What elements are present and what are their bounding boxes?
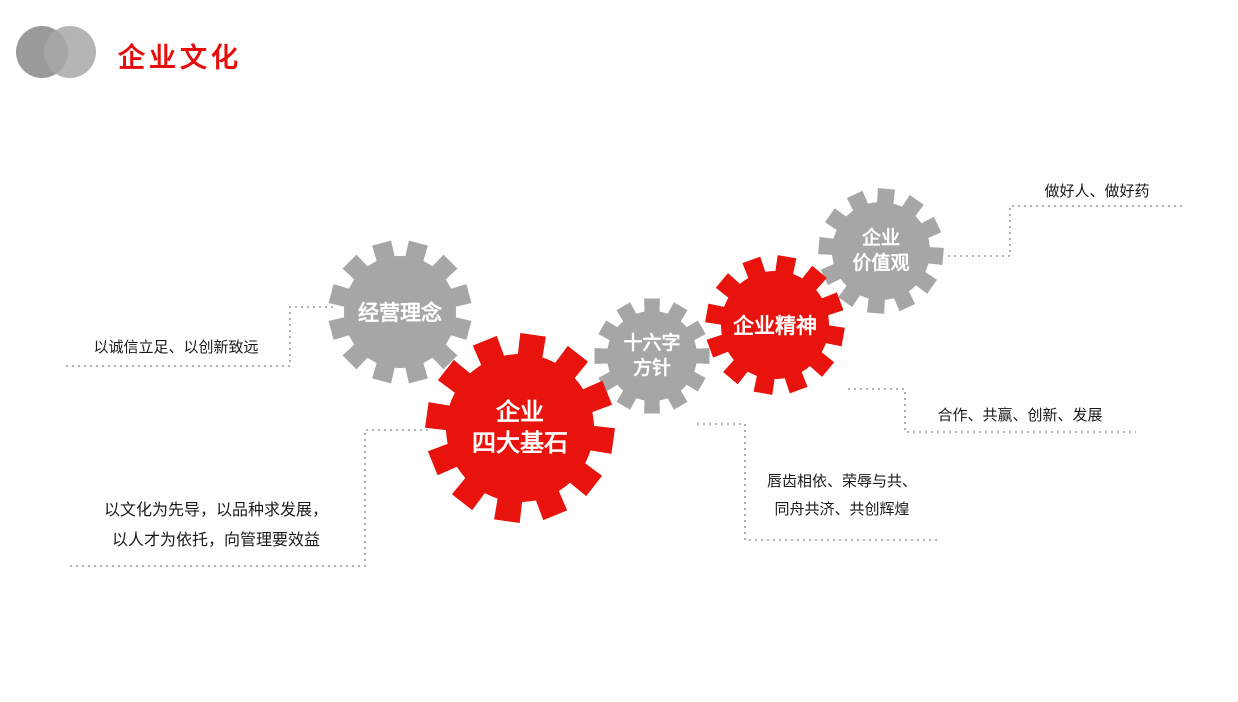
gear-sixteen-char-policy: 十六字 方针	[594, 298, 710, 414]
page-title: 企业文化	[118, 43, 242, 73]
gear-enterprise-spirit: 企业精神	[705, 255, 845, 395]
gear-icon	[425, 333, 615, 523]
callout-line: 做好人、做好药	[1044, 183, 1150, 200]
callout-line: 以诚信立足、以创新致远	[93, 339, 259, 356]
logo-overlapping-circles-icon	[16, 26, 106, 78]
callout-spirit: 合作、共赢、创新、发展	[902, 402, 1138, 429]
gear-label: 经营理念	[328, 240, 472, 384]
callout-policy: 唇齿相依、荣辱与共、 同舟共济、共创辉煌	[742, 468, 942, 524]
logo-circle-right	[44, 26, 96, 78]
gear-label: 企业 价值观	[818, 188, 944, 314]
callout-cornerstones: 以文化为先导，以品种求发展， 以人才为依托，向管理要效益	[66, 496, 366, 556]
gear-icon	[594, 298, 710, 414]
callout-line: 以文化为先导，以品种求发展，	[103, 502, 328, 519]
callout-philosophy: 以诚信立足、以创新致远	[60, 334, 292, 361]
gear-four-cornerstones: 企业 四大基石	[425, 333, 615, 523]
gear-label-line: 方针	[632, 358, 671, 379]
callout-values: 做好人、做好药	[1008, 178, 1186, 205]
gear-label-line: 企业	[496, 399, 544, 426]
gear-icon	[818, 188, 944, 314]
gear-icon	[328, 240, 472, 384]
callout-line: 唇齿相依、荣辱与共、	[766, 473, 917, 490]
gear-label-line: 四大基石	[472, 430, 568, 457]
gear-label-line: 经营理念	[358, 302, 442, 325]
gear-icon	[705, 255, 845, 395]
connector-values	[948, 205, 1184, 257]
gear-enterprise-values: 企业 价值观	[818, 188, 944, 314]
gear-label-line: 价值观	[852, 253, 910, 274]
gear-label: 十六字 方针	[594, 298, 710, 414]
gear-label-line: 企业	[861, 228, 900, 249]
callout-line: 以人才为依托，向管理要效益	[111, 532, 320, 549]
callout-line: 合作、共赢、创新、发展	[937, 407, 1103, 424]
callout-line: 同舟共济、共创辉煌	[774, 501, 910, 518]
gear-label-line: 十六字	[623, 333, 681, 354]
gear-label: 企业 四大基石	[425, 333, 615, 523]
gear-business-philosophy: 经营理念	[328, 240, 472, 384]
gear-label-line: 企业精神	[733, 315, 817, 338]
gear-label: 企业精神	[705, 255, 845, 395]
